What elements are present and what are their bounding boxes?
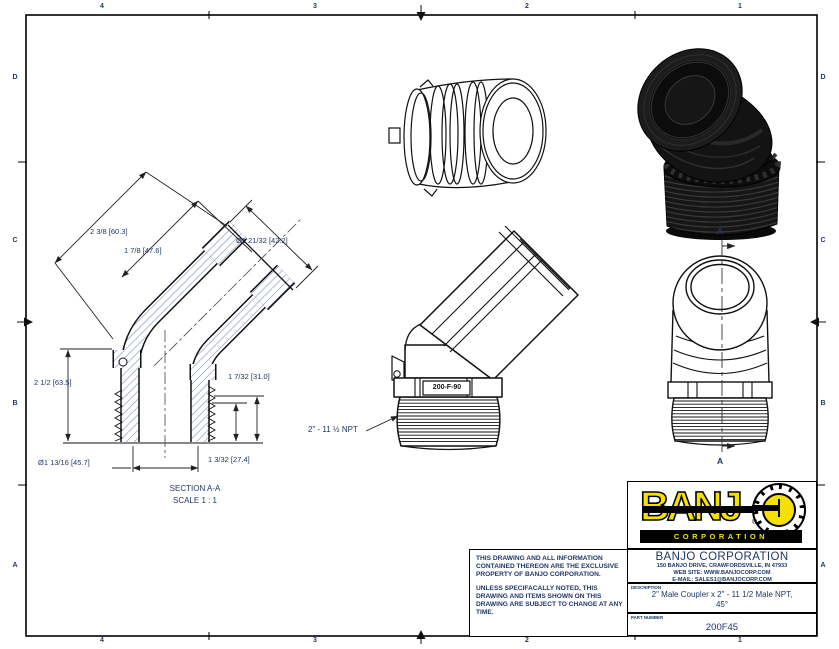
- section-dimensions: [54, 171, 319, 472]
- grid-col-label: 2: [525, 637, 529, 644]
- npt-thread-callout: 2" - 11 ½ NPT: [308, 425, 358, 434]
- grid-col-label: 2: [525, 3, 529, 10]
- grid-col-label: 4: [100, 3, 104, 10]
- dim-label-thread-length-outer: 1 7/32 [31.0]: [228, 372, 270, 381]
- grid-col-label: 1: [738, 637, 742, 644]
- company-box: BANJO CORPORATION 150 BANJO DRIVE, CRAWF…: [627, 549, 817, 583]
- grid-col-label: 3: [313, 3, 317, 10]
- elbow-view: [365, 225, 579, 451]
- part-marking: 200-F-90: [432, 384, 462, 391]
- grid-row-label: A: [820, 562, 826, 569]
- registered-mark: ®: [752, 519, 758, 526]
- company-website: WEB SITE: WWW.BANJOCORP.COM: [673, 569, 771, 576]
- grid-row-label: B: [12, 400, 18, 407]
- product-render-3d: [637, 48, 781, 240]
- notes-paragraph-1: THIS DRAWING AND ALL INFORMATION CONTAIN…: [476, 555, 619, 578]
- notes-box: THIS DRAWING AND ALL INFORMATION CONTAIN…: [469, 549, 628, 637]
- part-number-box: PART NUMBER 200F45: [627, 613, 817, 636]
- dim-label-height: 2 1/2 [63.5]: [34, 378, 72, 387]
- banjo-logo: BANJ ® CORPORATION: [639, 482, 808, 546]
- company-name: BANJO CORPORATION: [655, 551, 789, 563]
- dim-label-length-outer: 2 3/8 [60.3]: [90, 227, 128, 236]
- logo-box: BANJ ® CORPORATION: [627, 481, 817, 549]
- part-number-label: PART NUMBER: [631, 615, 664, 620]
- dim-label-thread-diameter: Ø1 13/16 [45.7]: [38, 458, 90, 467]
- company-email: E-MAIL: SALES1@BANJOCORP.COM: [672, 576, 772, 583]
- section-cut-label-bottom: A: [717, 456, 724, 466]
- dim-label-coupler-diameter: Ø1 21/32 [42.2]: [236, 236, 288, 245]
- grid-row-label: C: [820, 237, 826, 244]
- dim-label-length-inner: 1 7/8 [47.6]: [124, 246, 162, 255]
- logo-corporation-bar: CORPORATION: [640, 530, 802, 543]
- top-view: [667, 240, 773, 452]
- border-frame: [17, 5, 826, 644]
- description-line1: 2" Male Coupler x 2" - 11 1/2 Male NPT,: [651, 590, 793, 599]
- banjo-head-icon: [752, 483, 806, 537]
- grid-col-label: 3: [313, 637, 317, 644]
- grid-row-label: D: [820, 74, 826, 81]
- grid-row-label: D: [12, 74, 18, 81]
- section-caption: SECTION A-A: [169, 484, 221, 493]
- description-label: DESCRIPTION: [631, 585, 662, 590]
- grid-col-label: 4: [100, 637, 104, 644]
- section-scale: SCALE 1 : 1: [172, 496, 218, 505]
- section-cut-label-top: A: [717, 226, 724, 236]
- notes-paragraph-2: UNLESS SPECIFACALLY NOTED, THIS DRAWING …: [476, 585, 623, 616]
- grid-row-label: A: [12, 562, 18, 569]
- description-line2: 45°: [715, 600, 729, 609]
- dim-label-thread-length-inner: 1 3/32 [27.4]: [208, 455, 250, 464]
- coupler-end-view: [388, 78, 547, 197]
- grid-col-label: 1: [738, 3, 742, 10]
- grid-row-label: B: [820, 400, 826, 407]
- section-view: [63, 217, 303, 458]
- description-box: DESCRIPTION 2" Male Coupler x 2" - 11 1/…: [627, 583, 817, 613]
- part-number-value: 200F45: [705, 622, 739, 633]
- company-address: 150 BANJO DRIVE, CRAWFORDSVILLE, IN 4793…: [656, 563, 788, 569]
- banjo-neck-graphic: [642, 506, 778, 513]
- grid-row-label: C: [12, 237, 18, 244]
